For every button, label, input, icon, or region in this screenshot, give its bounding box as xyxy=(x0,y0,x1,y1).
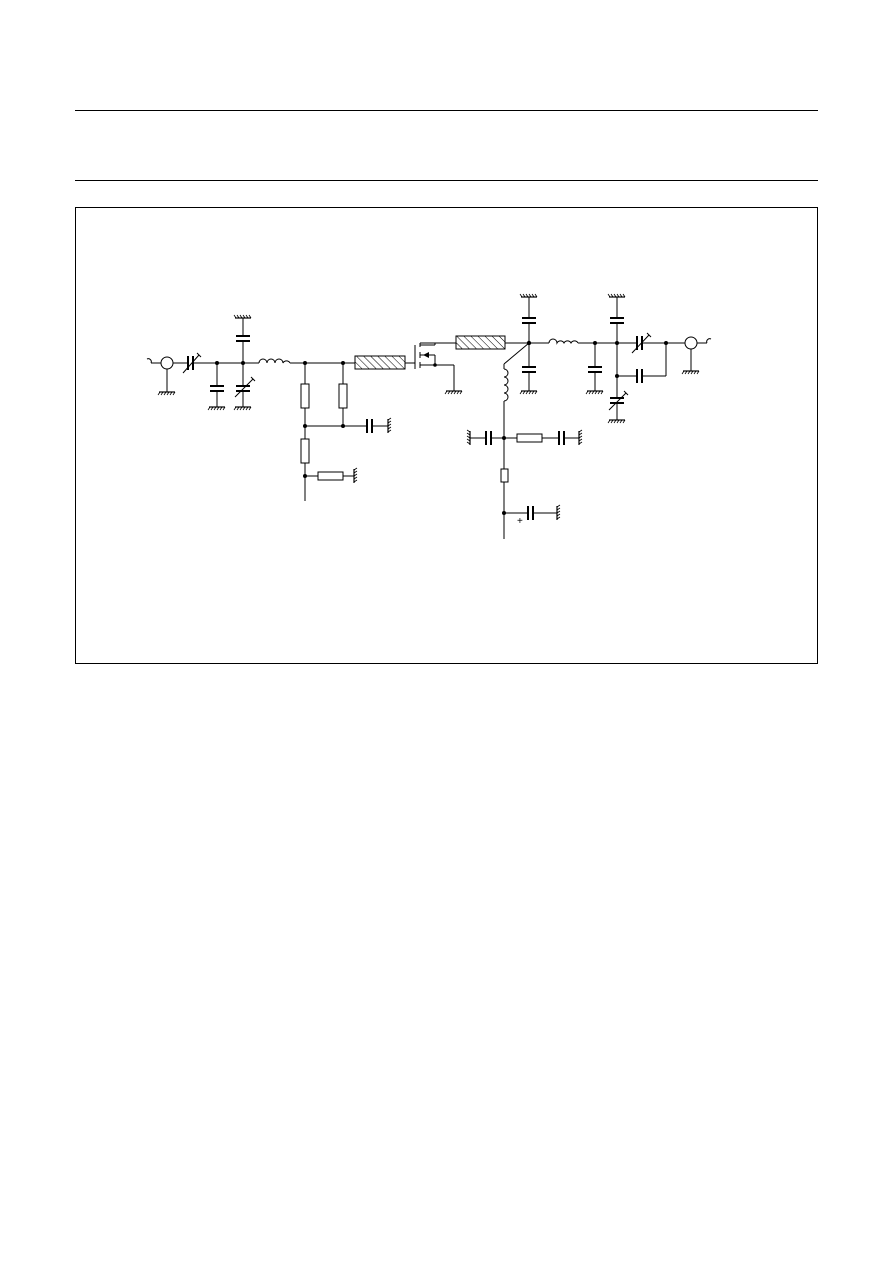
electrolytic-capacitor: + xyxy=(502,504,561,539)
drain-decoupling-capacitors xyxy=(519,293,538,395)
ferrite-bead xyxy=(500,438,509,513)
output-inductor xyxy=(548,338,579,345)
supply-decoupling-network xyxy=(466,429,583,446)
output-connector xyxy=(681,336,712,375)
input-microstrip-line xyxy=(354,355,406,370)
shunt-trimmer-capacitor xyxy=(233,363,256,411)
header-rule-top xyxy=(75,110,818,111)
shunt-capacitor-c1 xyxy=(207,361,226,411)
shunt-capacitor-top xyxy=(233,314,252,365)
polarity-plus-mark: + xyxy=(517,516,523,527)
mosfet-transistor xyxy=(414,342,463,395)
header-rule-bottom xyxy=(75,180,818,181)
input-connector xyxy=(146,356,187,396)
output-microstrip-line xyxy=(455,335,506,350)
input-inductor xyxy=(258,358,291,365)
circuit-schematic: + xyxy=(146,293,712,539)
drain-choke-inductor xyxy=(503,342,530,438)
output-shunt-capacitor xyxy=(585,341,604,395)
output-match-capacitors xyxy=(607,293,667,424)
figure-frame: + xyxy=(75,207,818,664)
gate-bias-network xyxy=(300,361,392,501)
